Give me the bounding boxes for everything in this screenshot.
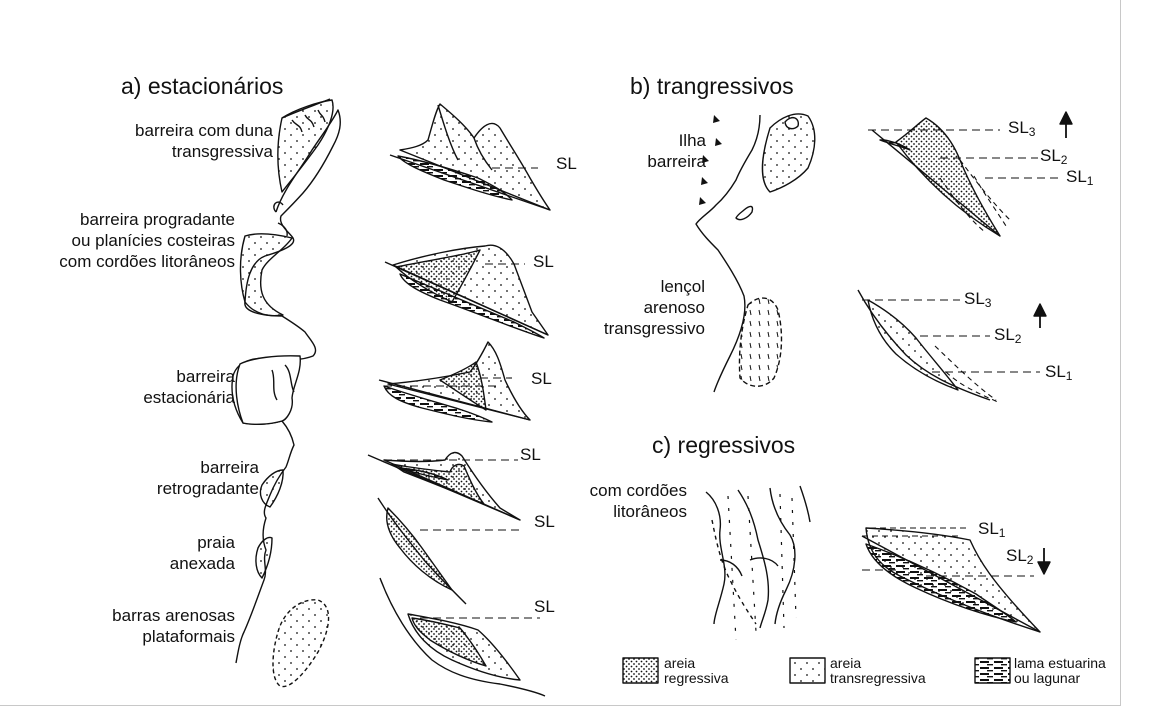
transgressive-sheet-map — [739, 298, 781, 386]
section-b-profile-2 — [858, 290, 1046, 402]
sl-a-5: SL — [534, 512, 555, 532]
sl-c-2: SL2 — [1006, 546, 1033, 567]
legend-swatch-transregressive — [790, 658, 825, 683]
sl-b2-2: SL2 — [994, 325, 1021, 346]
sl-a-4: SL — [520, 445, 541, 465]
section-a-profile-5 — [378, 498, 520, 604]
section-a-profile-3 — [379, 342, 530, 422]
legend-swatch-mud — [975, 658, 1010, 683]
section-a-profile-1 — [390, 104, 550, 210]
label-transgressive-sheet: lençol arenoso transgressivo — [604, 276, 705, 339]
sl-a-6: SL — [534, 597, 555, 617]
section-c-profile-1 — [862, 528, 1050, 632]
coastline-c — [706, 486, 810, 640]
heading-c: c) regressivos — [652, 432, 795, 459]
sl-b1-1: SL1 — [1066, 167, 1093, 188]
label-barrier-island: Ilha barreira — [647, 130, 706, 172]
sl-a-1: SL — [556, 154, 577, 174]
label-stationary-barrier: barreira estacionária — [143, 366, 235, 408]
heading-a: a) estacionários — [121, 73, 283, 100]
heading-b: b) trangressivos — [630, 73, 794, 100]
section-a-profile-6 — [380, 578, 545, 696]
sl-b2-1: SL1 — [1045, 362, 1072, 383]
section-b-profile-1 — [868, 112, 1072, 236]
label-attached-beach: praia anexada — [170, 532, 235, 574]
section-a-profile-2 — [385, 245, 548, 338]
prograding-plain-map — [240, 234, 292, 316]
label-shelf-sandbars: barras arenosas plataformais — [112, 605, 235, 647]
legend-swatch-regressive — [623, 658, 658, 683]
legend-regressive-sand: areia regressiva — [664, 656, 729, 686]
label-prograding-barrier: barreira progradante ou planícies costei… — [59, 209, 235, 272]
sl-c-1: SL1 — [978, 519, 1005, 540]
sl-a-3: SL — [531, 369, 552, 389]
shelf-sandbar-map — [273, 600, 329, 687]
label-dune-barrier: barreira com duna transgressiva — [135, 120, 273, 162]
label-beach-ridges: com cordões litorâneos — [590, 480, 687, 522]
legend-estuarine-mud: lama estuarina ou lagunar — [1014, 656, 1106, 686]
sl-b1-2: SL2 — [1040, 146, 1067, 167]
stationary-barrier-map — [236, 356, 300, 425]
legend-transregressive-sand: areia transregressiva — [830, 656, 926, 686]
dune-barrier-map — [278, 100, 333, 192]
sl-b1-3: SL3 — [1008, 118, 1035, 139]
attached-beach-map — [256, 537, 272, 578]
sl-b2-3: SL3 — [964, 289, 991, 310]
coastline-b — [696, 114, 815, 392]
label-retrograding-barrier: barreira retrogradante — [157, 457, 259, 499]
sl-a-2: SL — [533, 252, 554, 272]
retrograding-barrier-map — [260, 470, 283, 507]
